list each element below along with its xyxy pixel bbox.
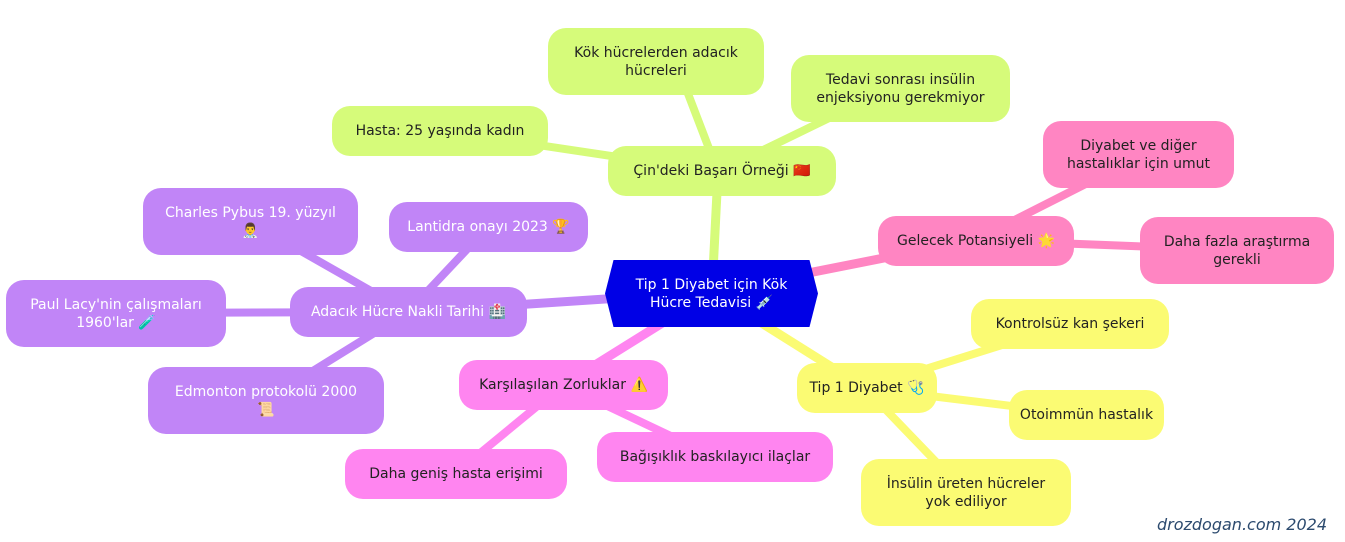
tarih-child-4: Edmonton protokolü 2000 📜	[148, 367, 384, 434]
branch-tarih: Adacık Hücre Nakli Tarihi 🏥	[290, 287, 527, 337]
branch-cin: Çin'deki Başarı Örneği 🇨🇳	[608, 146, 836, 196]
branch-gelecek: Gelecek Potansiyeli 🌟	[878, 216, 1074, 266]
branch-cin-label: Çin'deki Başarı Örneği 🇨🇳	[633, 163, 811, 179]
zorluklar-child-1: Bağışıklık baskılayıcı ilaçlar	[597, 432, 833, 482]
watermark: drozdogan.com 2024	[1156, 515, 1327, 534]
branch-zorluklar: Karşılaşılan Zorluklar ⚠️	[459, 360, 668, 410]
gelecek-child-1: Diyabet ve diğer hastalıklar için umut	[1043, 121, 1234, 188]
tarih-child-1: Lantidra onayı 2023 🏆	[389, 202, 588, 252]
zorluklar-child-2: Daha geniş hasta erişimi	[345, 449, 567, 499]
branch-tip1: Tip 1 Diyabet 🩺	[797, 363, 937, 413]
cin-child-1: Kök hücrelerden adacık hücreleri	[548, 28, 764, 95]
center-label: Tip 1 Diyabet için Kök Hücre Tedavisi 💉	[635, 276, 788, 311]
center-node: Tip 1 Diyabet için Kök Hücre Tedavisi 💉	[605, 260, 818, 327]
tarih-child-3: Paul Lacy'nin çalışmaları 1960'lar 🧪	[6, 280, 226, 347]
cin-child-3: Hasta: 25 yaşında kadın	[332, 106, 548, 156]
tip1-child-2: Otoimmün hastalık	[1009, 390, 1164, 440]
tip1-child-1: Kontrolsüz kan şekeri	[971, 299, 1169, 349]
gelecek-child-2: Daha fazla araştırma gerekli	[1140, 217, 1334, 284]
cin-child-2: Tedavi sonrası insülin enjeksiyonu gerek…	[791, 55, 1010, 122]
tarih-child-2: Charles Pybus 19. yüzyıl 👨‍⚕️	[143, 188, 358, 255]
tip1-child-3: İnsülin üreten hücreler yok ediliyor	[861, 459, 1071, 526]
